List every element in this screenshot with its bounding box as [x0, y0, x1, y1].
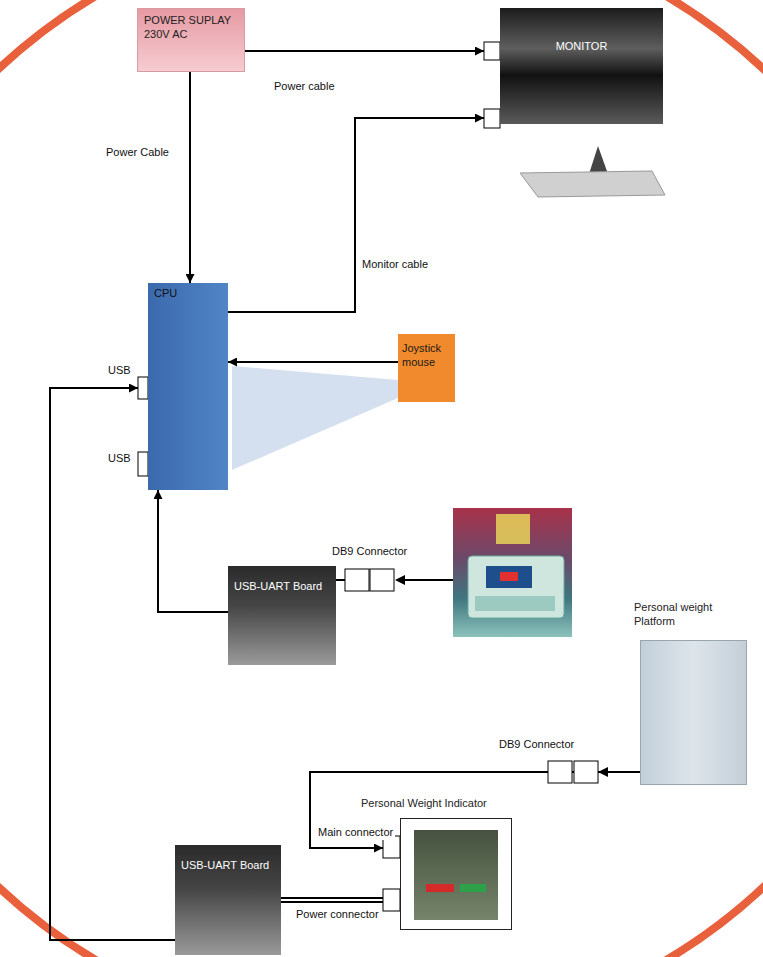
connector-label: USB: [106, 452, 133, 466]
node-label: USB-UART Board: [234, 580, 326, 594]
indicator-red-display: [426, 884, 454, 892]
usb-port: [138, 452, 148, 476]
power-supply-box: POWER SUPLAY 230V AC: [137, 8, 245, 72]
connector-label: USB: [106, 364, 133, 378]
monitor-base: [520, 171, 665, 197]
db9-connector: [345, 569, 369, 591]
indicator-green-display: [460, 884, 486, 892]
node-label: Joystick mouse: [402, 342, 452, 370]
node-label: USB-UART Board: [181, 859, 271, 873]
db9-connector: [548, 761, 572, 783]
connector-label: Main connector: [316, 826, 395, 840]
connector-line: [158, 490, 228, 612]
arrow-head: [395, 575, 405, 585]
monitor-port: [484, 42, 500, 60]
indicator-picture: [414, 830, 498, 920]
scale-keypad: [475, 596, 555, 611]
usb-port: [138, 377, 148, 399]
db9-connector: [574, 761, 598, 783]
monitor-port: [484, 109, 500, 128]
weight-indicator: Personal Weight Indicator: [400, 818, 512, 930]
usb-uart-box: USB-UART Board: [228, 566, 336, 665]
scale-light: [496, 514, 530, 544]
scale-digits: [500, 572, 518, 581]
indicator-photo: [414, 830, 498, 920]
joystick-box: Joystick mouse: [398, 334, 455, 402]
db9-connector: [370, 569, 394, 591]
connector-line: [281, 897, 383, 903]
connector: [228, 118, 484, 312]
scale-display: [486, 566, 532, 588]
weight-platform: Personal weight Platform: [640, 640, 747, 785]
monitor-neck: [589, 146, 608, 174]
node-label: CPU: [154, 287, 222, 301]
scale-photo: [453, 508, 572, 637]
connector-line: [228, 118, 484, 312]
cable-label: Power cable: [272, 80, 337, 94]
scale-cable: [404, 579, 453, 581]
scale-body: [468, 556, 564, 618]
usb-uart-box: USB-UART Board: [175, 845, 281, 955]
connector: [190, 72, 191, 283]
node-heading: Personal weight Platform: [634, 601, 734, 629]
monitor-box: MONITOR: [500, 8, 663, 124]
connector: [281, 900, 383, 901]
connector-line: [245, 50, 484, 52]
wire: [336, 579, 345, 581]
connector: [245, 51, 484, 52]
connector: [158, 490, 228, 612]
cable-label: Power Cable: [104, 146, 171, 160]
connector-label: DB9 Connector: [330, 545, 409, 559]
connector-label: DB9 Connector: [497, 738, 576, 752]
connector-label: Power connector: [294, 908, 381, 922]
power-port: [383, 889, 400, 911]
node-label: MONITOR: [500, 40, 663, 54]
node-label: POWER SUPLAY 230V AC: [144, 14, 236, 42]
connector-line: [228, 361, 398, 363]
weighing-scale-picture: [453, 508, 572, 637]
shadow-wedge: [232, 366, 398, 470]
connector: [228, 362, 398, 363]
cpu-box: CPU: [148, 283, 228, 490]
connector-line: [189, 72, 191, 283]
cable-label: Monitor cable: [360, 258, 430, 272]
node-heading: Personal Weight Indicator: [361, 797, 541, 811]
connector-line: [281, 899, 383, 901]
arrow-head: [598, 767, 608, 777]
